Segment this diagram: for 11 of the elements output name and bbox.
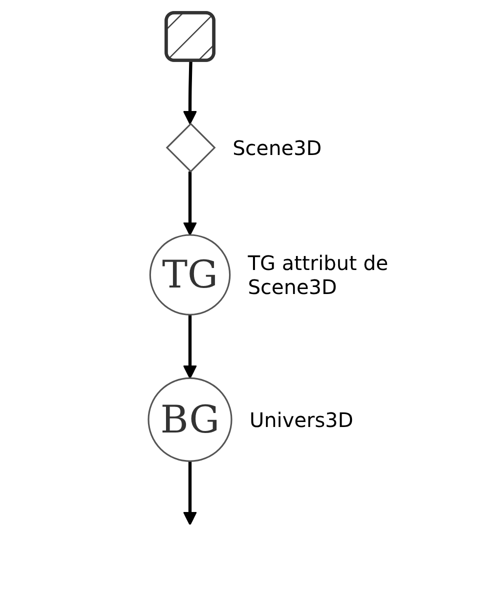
arrow [183, 461, 197, 526]
hatched-box [164, 11, 216, 62]
arrow [183, 314, 197, 379]
node-caption: TG attribut de Scene3D [248, 250, 390, 299]
arrow [183, 171, 197, 236]
node-caption: Scene3D [232, 136, 322, 160]
circle-node: BG [148, 377, 232, 462]
arrow [183, 61, 197, 124]
node-caption: Univers3D [249, 408, 354, 432]
decision-diamond [166, 122, 216, 173]
circle-node: TG [149, 234, 231, 316]
